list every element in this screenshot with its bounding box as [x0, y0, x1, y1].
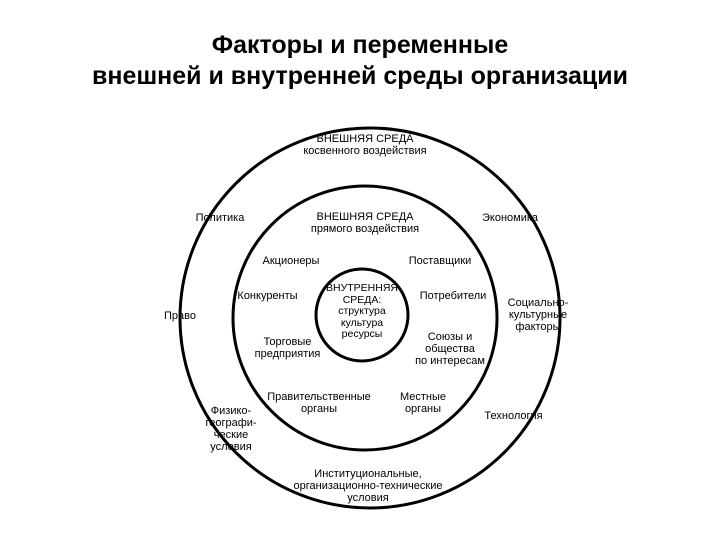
institutional-line1: Институциональные,	[314, 468, 422, 480]
physgeo-line4: условия	[210, 441, 252, 453]
outer-ring	[178, 126, 562, 510]
factor-economy: Экономика	[481, 212, 539, 224]
factor-politics: Политика	[195, 212, 245, 224]
inner-line1: ВНУТРЕННЯЯ	[325, 282, 398, 294]
physgeo-line3: ческие	[213, 429, 249, 441]
outer-ring-heading: ВНЕШНЯЯ СРЕДА косвенного воздействия	[290, 133, 440, 157]
factor-technology: Технология	[484, 410, 543, 422]
title-line-1: Факторы и переменные	[211, 31, 509, 59]
internal-environment: ВНУТРЕННЯЯ СРЕДА: структура культура рес…	[317, 282, 407, 341]
social-line3: факторы	[515, 321, 561, 333]
physgeo-line2: географи-	[205, 417, 257, 429]
local-line2: органы	[404, 403, 442, 415]
inner-line5: ресурсы	[341, 328, 383, 340]
factor-consumers: Потребители	[419, 290, 487, 302]
institutional-line3: условия	[347, 492, 389, 504]
factor-government: Правительственные органы	[258, 391, 380, 415]
local-line1: Местные	[399, 391, 447, 403]
factor-suppliers: Поставщики	[408, 255, 472, 267]
title-line-2: внешней и внутренней среды организации	[91, 62, 629, 90]
factor-physical-geographic: Физико- географи- ческие условия	[196, 405, 266, 453]
factor-unions: Союзы и общества по интересам	[410, 331, 490, 367]
factor-social-cultural: Социально- культурные факторы	[498, 297, 578, 333]
factor-institutional: Институциональные, организационно-технич…	[268, 468, 468, 504]
social-line2: культурные	[508, 309, 568, 321]
middle-ring-heading-line1: ВНЕШНЯЯ СРЕДА	[316, 211, 414, 223]
factor-competitors: Конкуренты	[237, 290, 298, 302]
inner-line2: СРЕДА:	[342, 293, 382, 306]
physgeo-line1: Физико-	[210, 405, 252, 417]
factor-local-authorities: Местные органы	[388, 391, 458, 415]
unions-line3: по интересам	[415, 355, 485, 367]
trade-line2: предприятия	[254, 348, 321, 360]
factor-shareholders: Акционеры	[262, 255, 320, 267]
middle-ring-heading: ВНЕШНЯЯ СРЕДА прямого воздействия	[290, 211, 440, 235]
government-line1: Правительственные	[267, 391, 371, 403]
trade-line1: Торговые	[263, 336, 312, 348]
institutional-line2: организационно-технические	[293, 480, 443, 492]
inner-line4: культура	[340, 316, 384, 329]
factor-trade: Торговые предприятия	[250, 336, 325, 360]
outer-ring-heading-line1: ВНЕШНЯЯ СРЕДА	[316, 133, 414, 145]
unions-line1: Союзы и	[427, 331, 473, 343]
social-line1: Социально-	[507, 297, 569, 309]
government-line2: органы	[300, 403, 338, 415]
unions-line2: общества	[425, 343, 475, 355]
inner-circle	[314, 267, 410, 363]
factor-law: Право	[164, 310, 196, 322]
outer-ring-heading-line2: косвенного воздействия	[303, 145, 427, 157]
middle-ring-heading-line2: прямого воздействия	[310, 223, 420, 235]
inner-line3: структура	[338, 305, 386, 317]
middle-ring	[231, 184, 499, 452]
